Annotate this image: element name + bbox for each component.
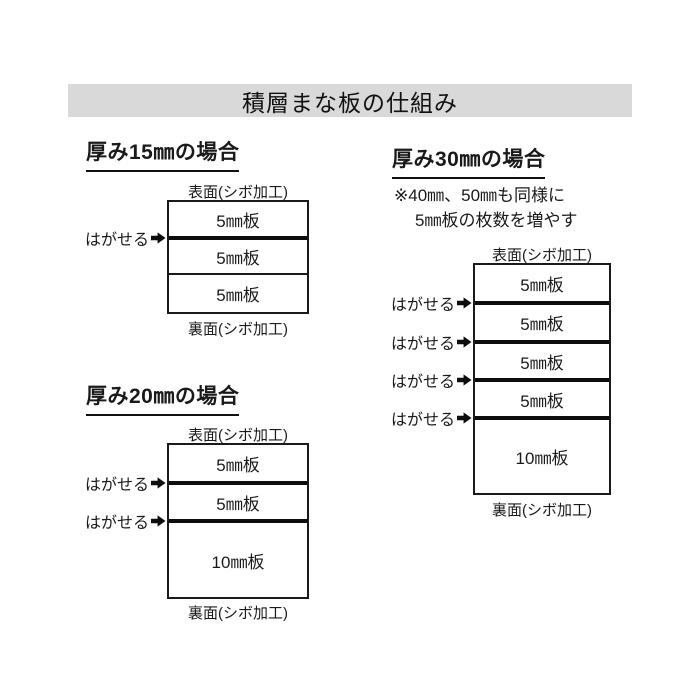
right-arrow-icon bbox=[457, 374, 472, 386]
note-line-2: 5㎜板の枚数を増やす bbox=[415, 211, 578, 230]
board-diagram-15mm: 5㎜板 5㎜板 5㎜板 bbox=[167, 200, 309, 314]
peel-separation-line bbox=[475, 340, 609, 344]
back-label-15mm: 裏面(シボ加工) bbox=[188, 321, 288, 338]
note-30mm: ※40㎜、50㎜も同様に 5㎜板の枚数を増やす bbox=[394, 183, 577, 233]
board-diagram-20mm: 5㎜板 5㎜板 10㎜板 bbox=[167, 443, 309, 599]
right-arrow-icon bbox=[151, 515, 166, 527]
peel-callout: はがせる bbox=[390, 332, 472, 353]
peel-separation-line bbox=[475, 301, 609, 305]
peel-separation-line bbox=[169, 481, 307, 485]
right-arrow-icon bbox=[457, 336, 472, 348]
peel-separation-line bbox=[169, 236, 307, 240]
surface-label-30mm: 表面(シボ加工) bbox=[492, 247, 592, 264]
peel-callout: はがせる bbox=[84, 511, 166, 532]
peel-label: はがせる bbox=[84, 477, 149, 494]
layer-5mm-2: 5㎜板 bbox=[216, 249, 260, 268]
title-banner: 積層まな板の仕組み bbox=[68, 84, 632, 117]
peel-label: はがせる bbox=[390, 374, 455, 391]
layer-5mm-2: 5㎜板 bbox=[216, 494, 260, 514]
note-line-1: ※40㎜、50㎜も同様に bbox=[394, 186, 566, 205]
layer-5mm-3: 5㎜板 bbox=[520, 353, 564, 373]
surface-label-15mm: 表面(シボ加工) bbox=[188, 184, 288, 201]
layer-5mm-1: 5㎜板 bbox=[216, 455, 260, 475]
separation-line bbox=[169, 273, 307, 275]
peel-label: はがせる bbox=[390, 297, 455, 314]
right-arrow-icon bbox=[151, 477, 166, 489]
peel-callout: はがせる bbox=[84, 228, 166, 249]
back-label-30mm: 裏面(シボ加工) bbox=[492, 502, 592, 519]
peel-label: はがせる bbox=[84, 515, 149, 532]
board-diagram-30mm: 5㎜板 5㎜板 5㎜板 5㎜板 10㎜板 bbox=[473, 263, 611, 495]
peel-label: はがせる bbox=[84, 232, 149, 249]
peel-callout: はがせる bbox=[390, 293, 472, 314]
layer-5mm-3: 5㎜板 bbox=[216, 286, 260, 305]
back-label-20mm: 裏面(シボ加工) bbox=[188, 605, 288, 622]
peel-label: はがせる bbox=[390, 412, 455, 429]
layer-10mm: 10㎜板 bbox=[515, 449, 569, 468]
layer-5mm-4: 5㎜板 bbox=[520, 391, 564, 411]
peel-label: はがせる bbox=[390, 336, 455, 353]
right-arrow-icon bbox=[457, 297, 472, 309]
peel-callout: はがせる bbox=[84, 473, 166, 494]
heading-30mm: 厚み30㎜の場合 bbox=[392, 143, 546, 179]
peel-separation-line bbox=[169, 519, 307, 523]
heading-20mm: 厚み20㎜の場合 bbox=[86, 380, 240, 416]
layer-5mm-2: 5㎜板 bbox=[520, 315, 564, 334]
right-arrow-icon bbox=[151, 232, 166, 244]
surface-label-20mm: 表面(シボ加工) bbox=[188, 427, 288, 444]
peel-separation-line bbox=[475, 416, 609, 420]
page-title: 積層まな板の仕組み bbox=[242, 89, 458, 116]
layer-5mm-1: 5㎜板 bbox=[520, 275, 564, 295]
peel-separation-line bbox=[475, 378, 609, 382]
peel-callout: はがせる bbox=[390, 408, 472, 429]
heading-15mm: 厚み15㎜の場合 bbox=[86, 136, 240, 172]
peel-callout: はがせる bbox=[390, 370, 472, 391]
layer-10mm: 10㎜板 bbox=[211, 552, 265, 572]
layer-5mm-1: 5㎜板 bbox=[216, 211, 260, 231]
right-arrow-icon bbox=[457, 412, 472, 424]
